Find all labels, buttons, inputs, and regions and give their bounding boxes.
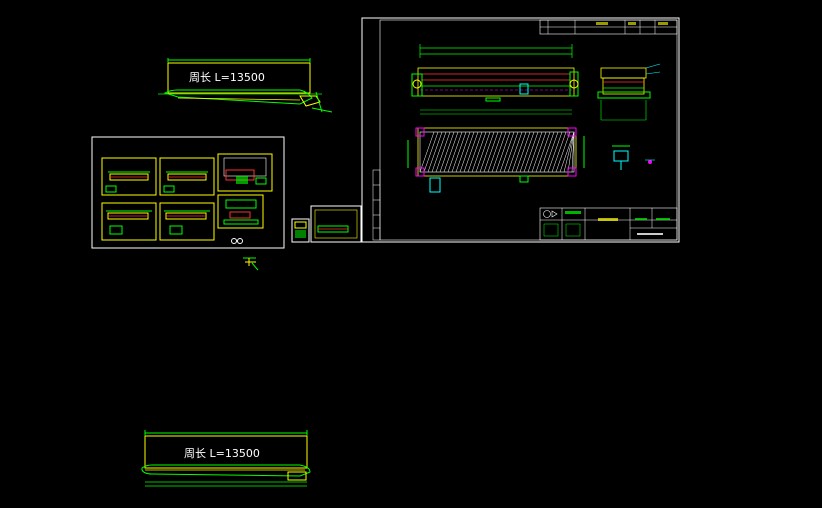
belt-sketch-top [158, 58, 333, 113]
detail-symbol [612, 145, 655, 170]
hatch-line [419, 131, 435, 173]
thumbnail-sheet-5[interactable] [159, 202, 215, 241]
sheet-set-thumbnails[interactable] [91, 136, 285, 249]
hatch-line [471, 131, 487, 173]
hatch-line [515, 131, 531, 173]
belt-length-label-top: 周长 L=13500 [189, 71, 265, 84]
hatch-line [459, 131, 475, 173]
hatch-line [523, 131, 539, 173]
hatch-line [467, 131, 483, 173]
thumbnail-sheet-1[interactable] [101, 157, 157, 196]
hatch-line [447, 131, 463, 173]
hatch-line [463, 131, 479, 173]
hatch-line [547, 131, 563, 173]
small-symbol [243, 257, 259, 271]
hatch-line [531, 131, 547, 173]
hatch-line [519, 131, 535, 173]
hatch-line [499, 131, 515, 173]
hatch-line [535, 131, 551, 173]
hatch-line [491, 131, 507, 173]
main-drawing-sheet[interactable] [361, 17, 680, 243]
hatch-line [483, 131, 499, 173]
hatch-line [527, 131, 543, 173]
hatch-line [431, 131, 447, 173]
hatch-line [543, 131, 559, 173]
hatch-line [567, 131, 575, 173]
hatch-line [551, 131, 567, 173]
hatch-line [455, 131, 471, 173]
side-view[interactable] [597, 63, 661, 121]
hatch-line [451, 131, 467, 173]
hatch-line [427, 131, 443, 173]
hatch-line [571, 131, 575, 173]
hatch-line [423, 131, 439, 173]
hatch-line [495, 131, 511, 173]
parts-list-table[interactable] [539, 19, 678, 35]
hatch-line [503, 131, 519, 173]
hatch-line [539, 131, 555, 173]
thumbnail-sheet-3[interactable] [217, 153, 273, 192]
hatch-line [443, 131, 459, 173]
front-elevation-view[interactable] [411, 44, 579, 115]
hatch-line [559, 131, 575, 173]
small-sheet-b[interactable] [310, 205, 362, 243]
hatch-line [563, 131, 575, 173]
thumbnail-sheet-4[interactable] [101, 202, 157, 241]
hatch-line [507, 131, 523, 173]
hatch-line [487, 131, 503, 173]
title-block[interactable] [539, 207, 678, 241]
hatch-line [439, 131, 455, 173]
belt-sketch-bottom [141, 430, 311, 487]
hatch-line [435, 131, 451, 173]
thumbnail-sheet-2[interactable] [159, 157, 215, 196]
hatch-line [479, 131, 495, 173]
small-sheet-a[interactable] [291, 218, 310, 243]
hatch-line [475, 131, 491, 173]
belt-length-label-bottom: 周长 L=13500 [184, 447, 260, 460]
thumbnail-sheet-6[interactable] [217, 194, 264, 229]
hatch-line [555, 131, 571, 173]
plan-view-hatched[interactable] [407, 127, 585, 193]
hatch-line [511, 131, 527, 173]
